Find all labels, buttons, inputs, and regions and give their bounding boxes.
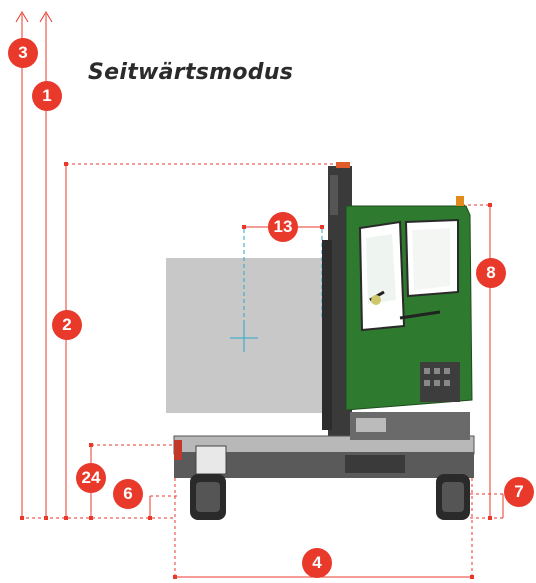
dimension-badge-2: 2 bbox=[52, 310, 82, 340]
dimension-line-2 bbox=[65, 163, 340, 518]
chassis bbox=[173, 412, 475, 478]
dimension-badge-4: 4 bbox=[302, 548, 332, 578]
dimension-line-7 bbox=[470, 493, 505, 519]
dimension-badge-8: 8 bbox=[476, 258, 506, 288]
dimension-line-6 bbox=[149, 495, 178, 518]
dimension-badge-6: 6 bbox=[113, 479, 143, 509]
dimension-badge-1: 1 bbox=[32, 81, 62, 111]
dimension-badge-24: 24 bbox=[76, 463, 106, 493]
dimension-badge-13: 13 bbox=[268, 212, 298, 242]
front-wheel bbox=[190, 474, 226, 520]
dimension-line-3 bbox=[15, 11, 29, 518]
dimension-badge-3: 3 bbox=[8, 38, 38, 68]
rear-wheel bbox=[436, 474, 470, 520]
diagram-title: Seitwärtsmodus bbox=[88, 60, 294, 85]
load-block bbox=[166, 258, 324, 413]
dimension-line-4 bbox=[174, 466, 473, 580]
dimension-line-8 bbox=[462, 204, 492, 518]
dimension-badge-7: 7 bbox=[504, 477, 534, 507]
operator-cab bbox=[345, 196, 473, 411]
load-center-crosshair bbox=[230, 324, 258, 352]
